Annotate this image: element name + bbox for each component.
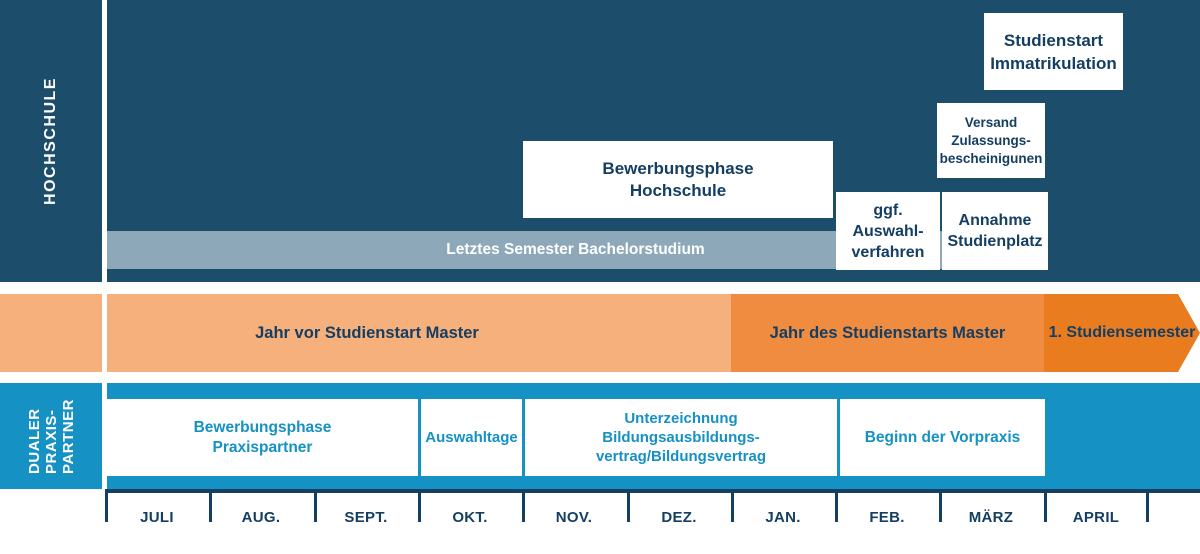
month-label-jan: JAN. xyxy=(765,509,801,526)
box-line: Praxispartner xyxy=(212,438,313,456)
box-line: Annahme xyxy=(958,212,1032,229)
box-line: ggf. xyxy=(873,201,903,219)
box-annahme-studienplatz: Annahme Studienplatz xyxy=(942,192,1048,270)
hochschule-sidebar: HOCHSCHULE xyxy=(0,0,102,282)
box-unterzeichnung-vertrag: Unterzeichnung Bildungsausbildungs- vert… xyxy=(525,399,837,476)
box-line: bescheinigunen xyxy=(939,150,1043,166)
axis-tick xyxy=(418,489,421,522)
box-line: Immatrikulation xyxy=(990,53,1117,73)
axis-tick xyxy=(1044,489,1047,522)
segment-label-text: Jahr vor Studienstart Master xyxy=(255,323,479,342)
box-line: Bildungsausbildungs- xyxy=(602,429,760,446)
label-jahr-vor-studienstart: Jahr vor Studienstart Master xyxy=(107,294,627,372)
box-line: Studienstart xyxy=(1003,30,1104,50)
axis-tick xyxy=(1146,489,1149,522)
segment-label-text: 1. Studiensemester xyxy=(1048,324,1196,341)
month-axis-line xyxy=(105,489,1200,493)
segment-jahr-vor-studienstart xyxy=(107,294,731,372)
box-bewerbungsphase-hochschule: Bewerbungsphase Hochschule xyxy=(523,141,833,218)
axis-tick xyxy=(835,489,838,522)
box-line: verfahren xyxy=(851,243,925,261)
box-auswahlverfahren: ggf. Auswahl- verfahren xyxy=(836,192,940,270)
box-line: Unterzeichnung xyxy=(624,410,738,427)
axis-tick xyxy=(522,489,525,522)
axis-tick xyxy=(731,489,734,522)
month-label-april: APRIL xyxy=(1072,509,1120,526)
box-line: Beginn der Vorpraxis xyxy=(864,428,1021,446)
axis-tick xyxy=(209,489,212,522)
month-label-okt: OKT. xyxy=(452,509,488,526)
praxispartner-sidebar-label: DUALER PRAXIS- PARTNER xyxy=(25,399,76,474)
axis-tick xyxy=(105,489,108,522)
box-line: Auswahl- xyxy=(852,222,924,240)
box-line: Studienplatz xyxy=(947,233,1043,250)
box-line: Versand xyxy=(964,114,1018,130)
box-line: vertrag/Bildungsvertrag xyxy=(595,448,767,465)
month-label-maerz: MÄRZ xyxy=(968,509,1014,526)
sidebar-line: PARTNER xyxy=(59,398,77,474)
box-line: Auswahltage xyxy=(425,429,518,446)
segment-jahr-des-studienstarts: Jahr des Studienstarts Master xyxy=(731,294,1044,372)
segment-erstes-studiensemester-arrow: 1. Studiensemester xyxy=(1044,294,1200,372)
box-auswahltage: Auswahltage xyxy=(421,399,522,476)
month-label-juli: JULI xyxy=(140,509,174,526)
month-label-feb: FEB. xyxy=(869,509,905,526)
segment-label-text: Jahr des Studienstarts Master xyxy=(769,323,1006,342)
hochschule-sidebar-label: HOCHSCHULE xyxy=(42,77,60,205)
month-label-sept: SEPT. xyxy=(344,509,388,526)
yearband-left-stub xyxy=(0,294,102,372)
box-line: Bewerbungsphase xyxy=(602,158,754,178)
month-label-dez: DEZ. xyxy=(661,509,697,526)
box-line: Hochschule xyxy=(629,180,727,200)
axis-tick xyxy=(939,489,942,522)
sidebar-line: DUALER xyxy=(25,407,43,474)
box-line: Bewerbungsphase xyxy=(193,418,332,436)
praxispartner-sidebar: DUALER PRAXIS- PARTNER xyxy=(0,383,102,489)
month-label-nov: NOV. xyxy=(555,509,593,526)
axis-tick xyxy=(314,489,317,522)
axis-tick xyxy=(627,489,630,522)
box-beginn-vorpraxis: Beginn der Vorpraxis xyxy=(840,399,1045,476)
box-studienstart-immatrikulation: Studienstart Immatrikulation xyxy=(984,13,1123,90)
box-bewerbungsphase-praxispartner: Bewerbungsphase Praxispartner xyxy=(107,399,418,476)
sidebar-line: PRAXIS- xyxy=(42,409,60,474)
month-label-aug: AUG. xyxy=(241,509,281,526)
box-line: Zulassungs- xyxy=(951,132,1031,148)
box-versand-zulassung: Versand Zulassungs- bescheinigunen xyxy=(937,103,1045,178)
bachelor-semester-label: Letztes Semester Bachelorstudium xyxy=(446,241,705,258)
